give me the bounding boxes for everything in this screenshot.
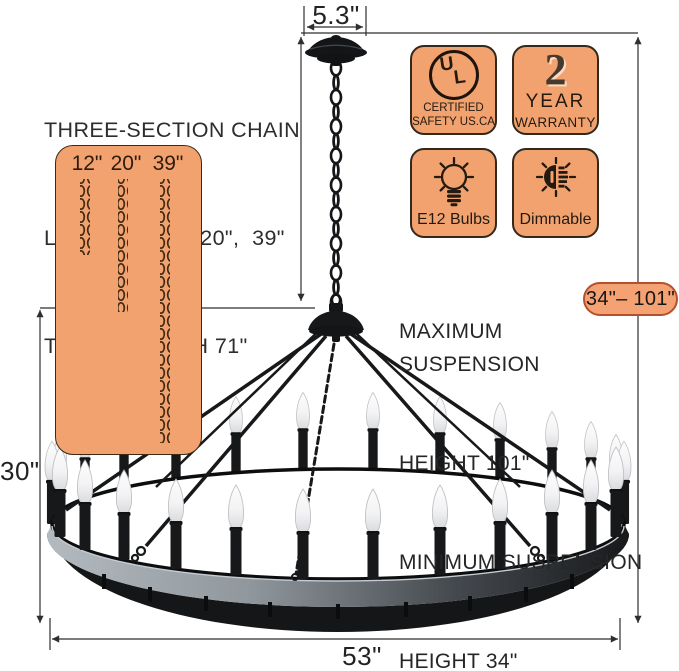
suspension-line2: HEIGHT 101" — [399, 452, 530, 475]
ul-logo-l: L — [452, 66, 467, 89]
dimmable-icon — [535, 157, 576, 198]
warranty-badge: 2 YEAR WARRANTY — [512, 45, 599, 135]
wheel-ring — [47, 467, 629, 632]
warranty-number: 2 — [544, 45, 567, 94]
chain-length-panel: 12" 20" 39" — [55, 145, 202, 455]
warranty-text: WARRANTY — [515, 115, 596, 130]
chain-39-icon — [160, 179, 170, 443]
ul-certified-text: CERTIFIED — [423, 102, 484, 115]
body-height-label: 30" — [0, 456, 40, 486]
chain-20-label: 20" — [110, 152, 142, 175]
diameter-label: 53" — [342, 641, 382, 671]
e12-bulbs-badge: E12 Bulbs — [410, 148, 497, 238]
dimmable-label: Dimmable — [519, 211, 592, 228]
suspension-line1: MAXIMUM SUSPENSION — [399, 320, 540, 376]
suspension-line4: HEIGHT 34" — [399, 650, 518, 671]
ul-certified-badge: U L CERTIFIED SAFETY US.CA — [410, 45, 497, 135]
suspension-range-value: 34"– 101" — [585, 287, 676, 310]
hanging-chain — [329, 59, 343, 311]
ul-safety-text: SAFETY US.CA — [412, 116, 495, 128]
chain-spec-line1: THREE-SECTION CHAIN — [44, 118, 301, 142]
chain-12-label: 12" — [71, 152, 103, 175]
suspension-range-pill: 34"– 101" — [583, 282, 678, 316]
light-bulb-icon — [433, 157, 474, 207]
ul-logo-icon: U L — [428, 50, 479, 101]
warranty-year-text: YEAR — [525, 91, 586, 112]
suspension-text: MAXIMUM SUSPENSION HEIGHT 101" MINIMUM S… — [399, 249, 649, 671]
e12-bulbs-label: E12 Bulbs — [417, 211, 490, 228]
canopy-width-label: 5.3" — [312, 0, 360, 30]
ul-logo-u: U — [438, 53, 455, 77]
suspension-line3: MINIMUM SUSPENSION — [399, 551, 643, 574]
chain-12-icon — [80, 179, 90, 255]
dimmable-badge: Dimmable — [512, 148, 599, 238]
rim-bolt-stubs — [102, 574, 574, 619]
feature-badges: U L CERTIFIED SAFETY US.CA 2 YEAR WARRAN… — [410, 45, 600, 238]
chain-39-label: 39" — [152, 152, 184, 175]
chandelier-hub — [308, 293, 364, 342]
ceiling-canopy — [305, 35, 367, 66]
chain-length-illustration — [80, 179, 170, 443]
chain-20-icon — [118, 179, 128, 312]
